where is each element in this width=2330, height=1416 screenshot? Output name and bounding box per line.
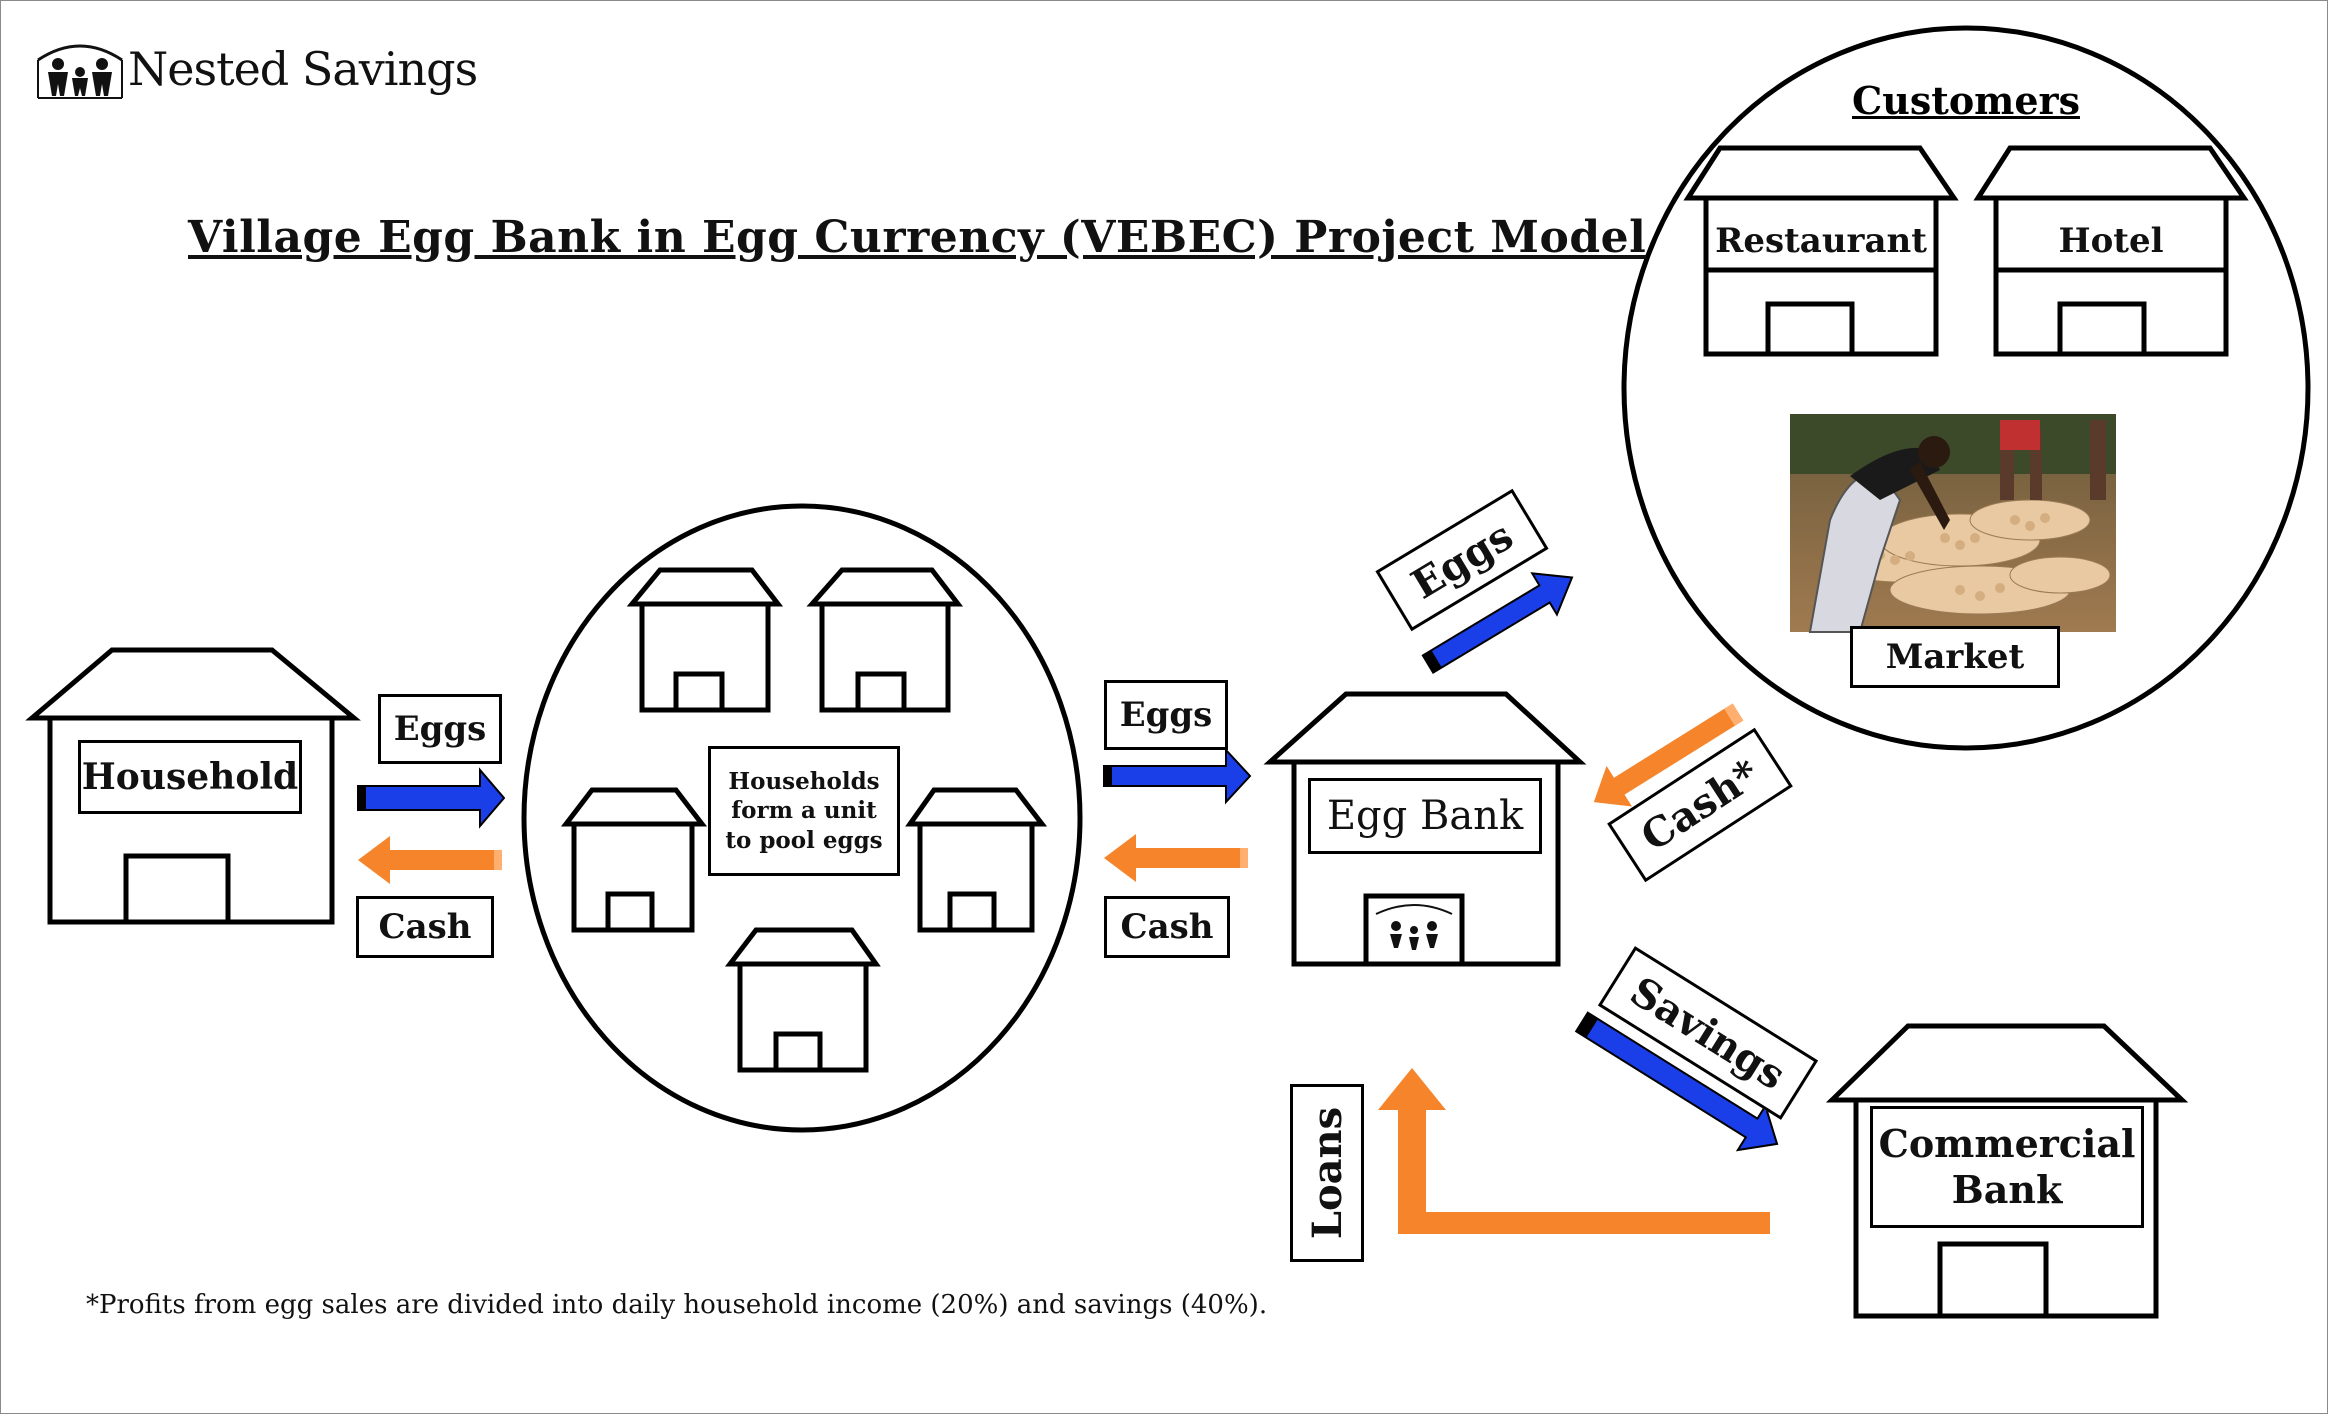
pool-house-5: [724, 927, 881, 1073]
customers-title: Customers: [1852, 78, 2080, 123]
eggs-label-2: Eggs: [1104, 680, 1228, 750]
loans-label: Loans: [1290, 1084, 1364, 1262]
egg-bank-label: Egg Bank: [1308, 778, 1542, 854]
commercial-bank-label: Commercial Bank: [1870, 1106, 2144, 1228]
household-label: Household: [78, 740, 302, 814]
market-label: Market: [1850, 626, 2060, 688]
page-title: Village Egg Bank in Egg Currency (VEBEC)…: [188, 212, 1647, 263]
pool-house-1: [626, 567, 784, 713]
hotel-house: [1973, 145, 2249, 357]
eggs-arrow-1: [357, 767, 506, 829]
cash-arrow-1: [358, 836, 502, 884]
cash-arrow-3: [1593, 703, 1744, 807]
eggs-arrow-3: [1421, 572, 1574, 674]
logo-text: Nested Savings: [128, 42, 478, 96]
market-photo: [1790, 414, 2116, 633]
restaurant-house: [1683, 145, 1959, 357]
pool-label: Households form a unit to pool eggs: [708, 746, 900, 876]
hotel-label: Hotel: [2058, 221, 2164, 261]
footnote: *Profits from egg sales are divided into…: [86, 1290, 1268, 1320]
pool-house-3: [560, 787, 708, 933]
savings-arrow: [1574, 1011, 1779, 1152]
cash-arrow-2: [1104, 834, 1248, 882]
loans-arrow: [1378, 1068, 1770, 1234]
cash-label-2: Cash: [1104, 896, 1230, 958]
eggs-arrow-2-tail: [1104, 766, 1112, 786]
market-vendor: [1808, 436, 1950, 633]
eggs-arrow-2: [1103, 747, 1252, 805]
pool-house-4: [905, 787, 1048, 933]
nested-savings-logo-icon: [37, 44, 123, 99]
cash-arrow-2-tail: [1240, 848, 1248, 868]
eggs-label-1: Eggs: [378, 694, 502, 764]
restaurant-label: Restaurant: [1715, 221, 1927, 261]
egg-bank-door-logo-icon: [1375, 904, 1453, 950]
pool-house-2: [806, 567, 964, 713]
eggs-arrow-1-tail: [358, 786, 366, 810]
cash-label-1: Cash: [356, 896, 494, 958]
nested-savings-logo: Nested Savings: [34, 38, 478, 110]
cash-arrow-1-tail: [494, 850, 502, 870]
